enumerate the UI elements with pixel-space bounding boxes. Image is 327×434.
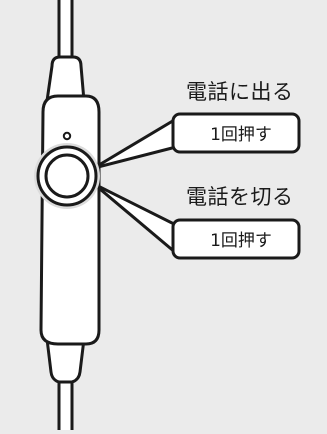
end-call-instruction: 1回押す <box>210 231 272 251</box>
strain-relief-bottom <box>45 337 86 384</box>
callout-pointer-end <box>92 182 178 255</box>
control-button <box>34 143 100 209</box>
answer-call-label: 電話に出る <box>186 80 294 104</box>
end-call-label: 電話を切る <box>186 185 294 209</box>
cable-top <box>57 0 74 62</box>
microphone-hole <box>62 131 72 141</box>
callout-box-end <box>171 218 301 260</box>
callout-box-answer <box>171 112 301 154</box>
callout-pointer-answer <box>92 117 178 170</box>
answer-call-instruction: 1回押す <box>210 125 272 145</box>
strain-relief-top <box>45 55 86 103</box>
